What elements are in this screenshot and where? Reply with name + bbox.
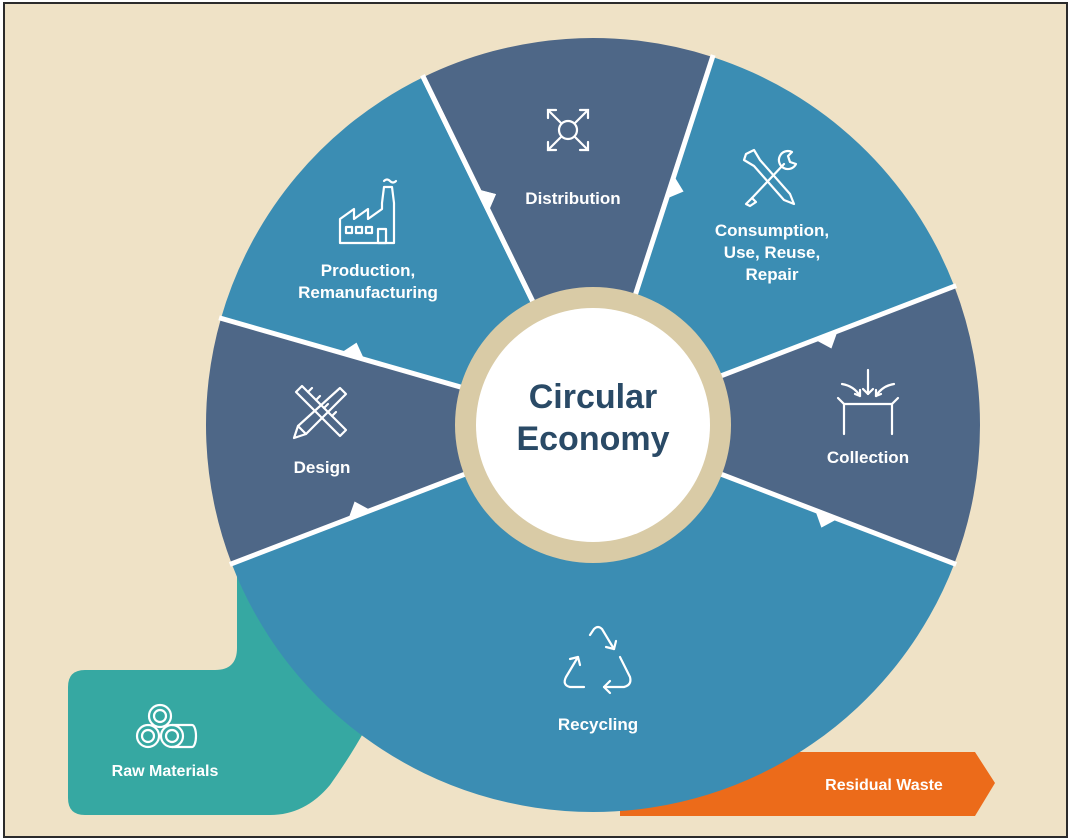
- segment-label-design: Design: [294, 458, 351, 477]
- center-title-line2: Economy: [516, 420, 669, 458]
- segment-design: [205, 318, 481, 564]
- segment-label-consumption-1: Consumption,: [715, 221, 829, 240]
- flow-arrow-notch: [341, 342, 365, 360]
- flow-arrow-notch: [348, 501, 371, 519]
- segment-label-recycling: Recycling: [558, 715, 638, 734]
- center-title-line1: Circular: [529, 378, 658, 416]
- segment-recycling: [231, 468, 955, 813]
- flow-arrow-notch: [478, 189, 496, 212]
- residual-waste-label: Residual Waste: [825, 777, 943, 794]
- segment-distribution: [423, 38, 713, 318]
- segment-divider: [627, 54, 716, 312]
- recycle-icon: [563, 625, 632, 695]
- center-circle: [476, 308, 710, 542]
- segment-divider: [228, 465, 482, 567]
- segment-dividers: [218, 54, 958, 567]
- segment-label-collection: Collection: [827, 448, 909, 467]
- segment-consumption: [630, 56, 955, 382]
- flow-arrow-notch: [666, 175, 684, 199]
- flow-arrow-notch: [815, 331, 838, 349]
- pencil-ruler-icon: [292, 384, 348, 440]
- segment-label-distribution: Distribution: [525, 189, 620, 208]
- segment-label-production-1: Production,: [321, 261, 415, 280]
- wrench-screwdriver-icon: [742, 148, 798, 208]
- segment-divider: [704, 283, 958, 385]
- segment-label-consumption-3: Repair: [746, 265, 799, 284]
- collection-arrows-icon: [836, 368, 900, 436]
- logs-icon: [135, 703, 198, 749]
- segment-label-consumption-2: Use, Reuse,: [724, 243, 820, 262]
- raw-materials-label: Raw Materials: [112, 763, 219, 780]
- arrows-expand-icon: [546, 108, 590, 152]
- flow-arrow-notch: [815, 510, 838, 528]
- factory-icon: [338, 178, 398, 245]
- segment-label-production-2: Remanufacturing: [298, 283, 438, 302]
